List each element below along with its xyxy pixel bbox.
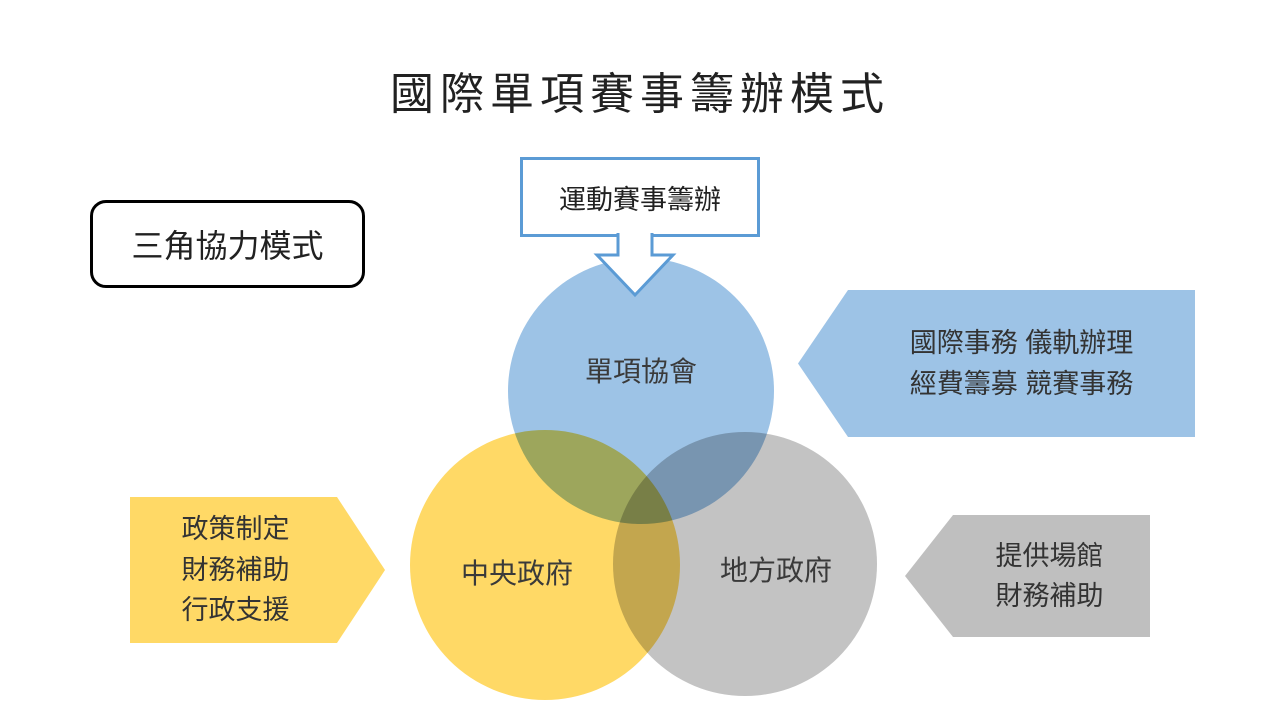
circle-label-central-government: 中央政府	[460, 558, 573, 589]
arrow-central-line-3: 行政支援	[181, 595, 290, 626]
arrow-central-line-2: 財務補助	[181, 554, 290, 585]
callout-label: 運動賽事籌辦	[559, 184, 721, 215]
circle-local-government	[613, 432, 877, 696]
legend-box: 三角協力模式	[90, 200, 365, 288]
arrow-central-government-roles: 政策制定 財務補助 行政支援	[130, 497, 385, 643]
arrow-association-line-1: 國際事務 儀軌辦理	[909, 328, 1134, 358]
circle-label-local-government: 地方政府	[719, 555, 832, 586]
arrow-central-line-1: 政策制定	[181, 514, 290, 545]
page-title: 國際單項賽事籌辦模式	[390, 70, 890, 119]
arrow-local-line-2: 財務補助	[995, 581, 1104, 611]
arrow-local-government-roles: 提供場館 財務補助	[905, 515, 1150, 637]
callout-box: 運動賽事籌辦	[520, 157, 760, 237]
arrow-association-line-2: 經費籌募 競賽事務	[909, 368, 1134, 399]
arrow-local-line-1: 提供場館	[995, 540, 1104, 571]
arrow-association-roles: 國際事務 儀軌辦理 經費籌募 競賽事務	[798, 290, 1195, 437]
legend-box-label: 三角協力模式	[131, 228, 324, 264]
circle-label-association: 單項協會	[584, 356, 697, 387]
down-arrow-icon	[593, 233, 677, 298]
